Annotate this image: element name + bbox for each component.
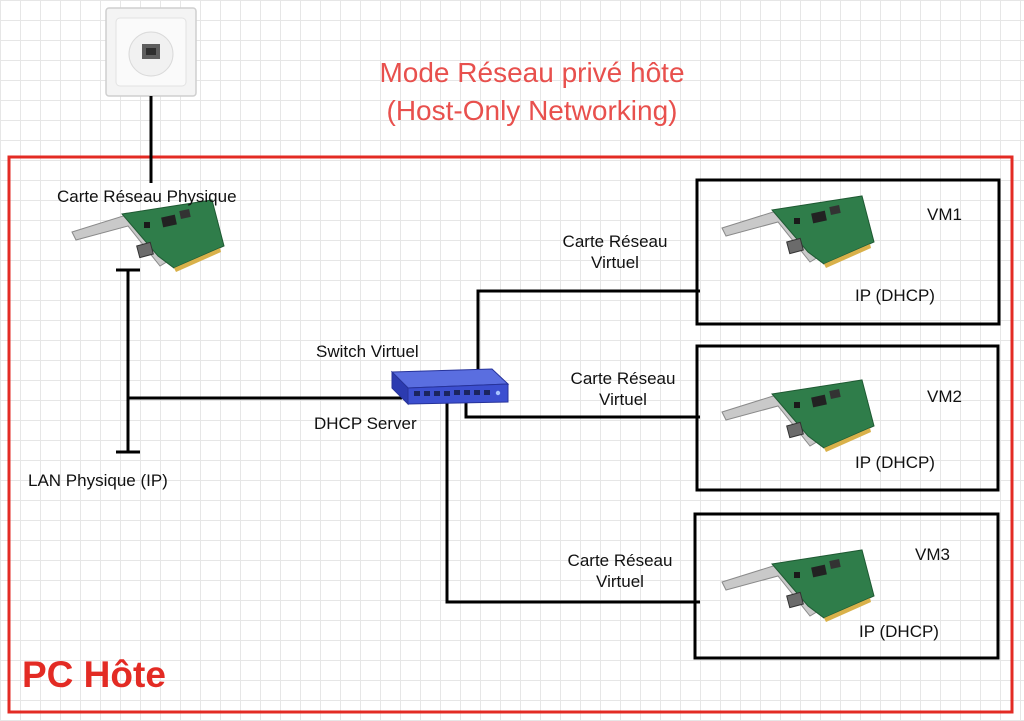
physical-nic-icon — [71, 199, 225, 273]
vm1-name: VM1 — [927, 205, 962, 224]
title-line-2: (Host-Only Networking) — [386, 95, 678, 126]
vm1-virtual-nic-label: Carte Réseau Virtuel — [545, 231, 685, 274]
vm3-virtual-nic-label: Carte Réseau Virtuel — [550, 550, 690, 593]
dhcp-server-label: DHCP Server — [314, 414, 417, 433]
title-line-1: Mode Réseau privé hôte — [379, 57, 685, 88]
vm3-nic-icon — [721, 549, 875, 623]
virtual-nic-label-line-1: Carte Réseau — [562, 232, 668, 251]
lan-label: LAN Physique (IP) — [28, 471, 168, 490]
switch-to-vm3-line — [445, 402, 700, 604]
vm2-nic-icon — [721, 379, 875, 453]
virtual-nic-label-line-2: Virtuel — [599, 390, 647, 410]
vm3-name: VM3 — [915, 545, 950, 564]
wall-socket-icon — [105, 7, 197, 97]
vm1-nic-icon — [721, 195, 875, 269]
vm1-ip: IP (DHCP) — [855, 286, 935, 305]
host-pc-label: PC Hôte — [22, 654, 166, 695]
vm2-box — [695, 344, 1000, 492]
virtual-nic-label-line-1: Carte Réseau — [567, 551, 673, 570]
vm3-ip: IP (DHCP) — [859, 622, 939, 641]
vm1-box — [695, 178, 1001, 326]
switch-to-vm1-line — [476, 289, 700, 375]
host-pc-border — [7, 155, 1014, 714]
switch-to-vm2-line — [464, 402, 700, 419]
vm2-virtual-nic-label: Carte Réseau Virtuel — [553, 368, 693, 411]
physical-nic-label: Carte Réseau Physique — [57, 187, 237, 206]
vm2-ip: IP (DHCP) — [855, 453, 935, 472]
virtual-nic-label-line-2: Virtuel — [591, 253, 639, 273]
virtual-nic-label-line-2: Virtuel — [596, 572, 644, 592]
switch-label: Switch Virtuel — [316, 342, 419, 361]
vm2-name: VM2 — [927, 387, 962, 406]
virtual-switch-icon — [390, 368, 510, 406]
connection-lines — [116, 96, 700, 604]
virtual-nic-label-line-1: Carte Réseau — [570, 369, 676, 388]
vm3-box — [693, 512, 1000, 660]
